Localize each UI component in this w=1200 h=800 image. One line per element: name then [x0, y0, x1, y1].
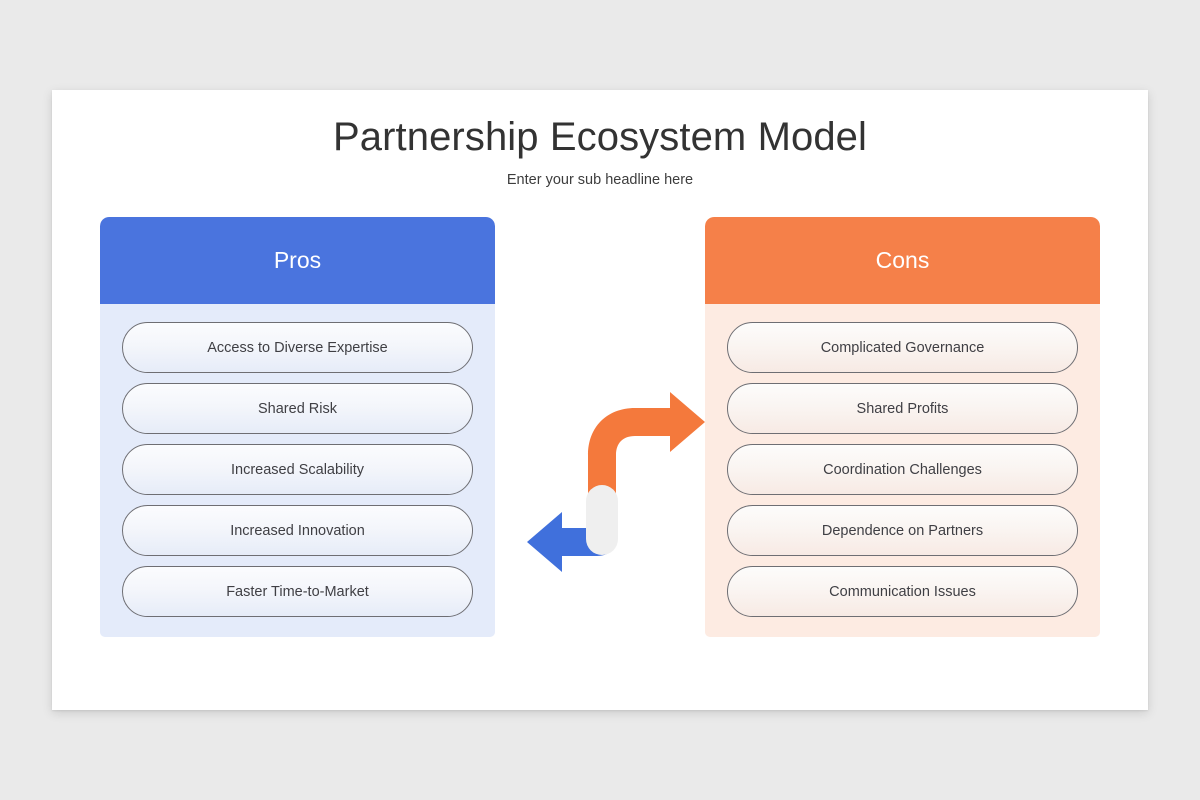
list-item[interactable]: Shared Risk [122, 383, 473, 434]
column-pros: Pros Access to Diverse Expertise Shared … [100, 217, 495, 637]
page-subtitle: Enter your sub headline here [506, 172, 694, 188]
column-cons: Cons Complicated Governance Shared Profi… [705, 217, 1100, 637]
slide-card: Partnership Ecosystem Model Enter your s… [52, 90, 1148, 710]
column-body-pros: Access to Diverse Expertise Shared Risk … [100, 304, 495, 637]
list-item[interactable]: Dependence on Partners [727, 505, 1078, 556]
bidirectional-s-arrow-icon [495, 305, 705, 575]
page-title: Partnership Ecosystem Model [332, 115, 868, 159]
column-body-cons: Complicated Governance Shared Profits Co… [705, 304, 1100, 637]
list-item[interactable]: Faster Time-to-Market [122, 566, 473, 617]
column-header-pros: Pros [100, 217, 495, 304]
column-header-cons: Cons [705, 217, 1100, 304]
arrow-right-icon [588, 392, 705, 501]
list-item[interactable]: Access to Diverse Expertise [122, 322, 473, 373]
list-item[interactable]: Shared Profits [727, 383, 1078, 434]
arrow-connector [586, 485, 618, 555]
list-item[interactable]: Increased Scalability [122, 444, 473, 495]
list-item[interactable]: Complicated Governance [727, 322, 1078, 373]
list-item[interactable]: Coordination Challenges [727, 444, 1078, 495]
list-item[interactable]: Communication Issues [727, 566, 1078, 617]
list-item[interactable]: Increased Innovation [122, 505, 473, 556]
